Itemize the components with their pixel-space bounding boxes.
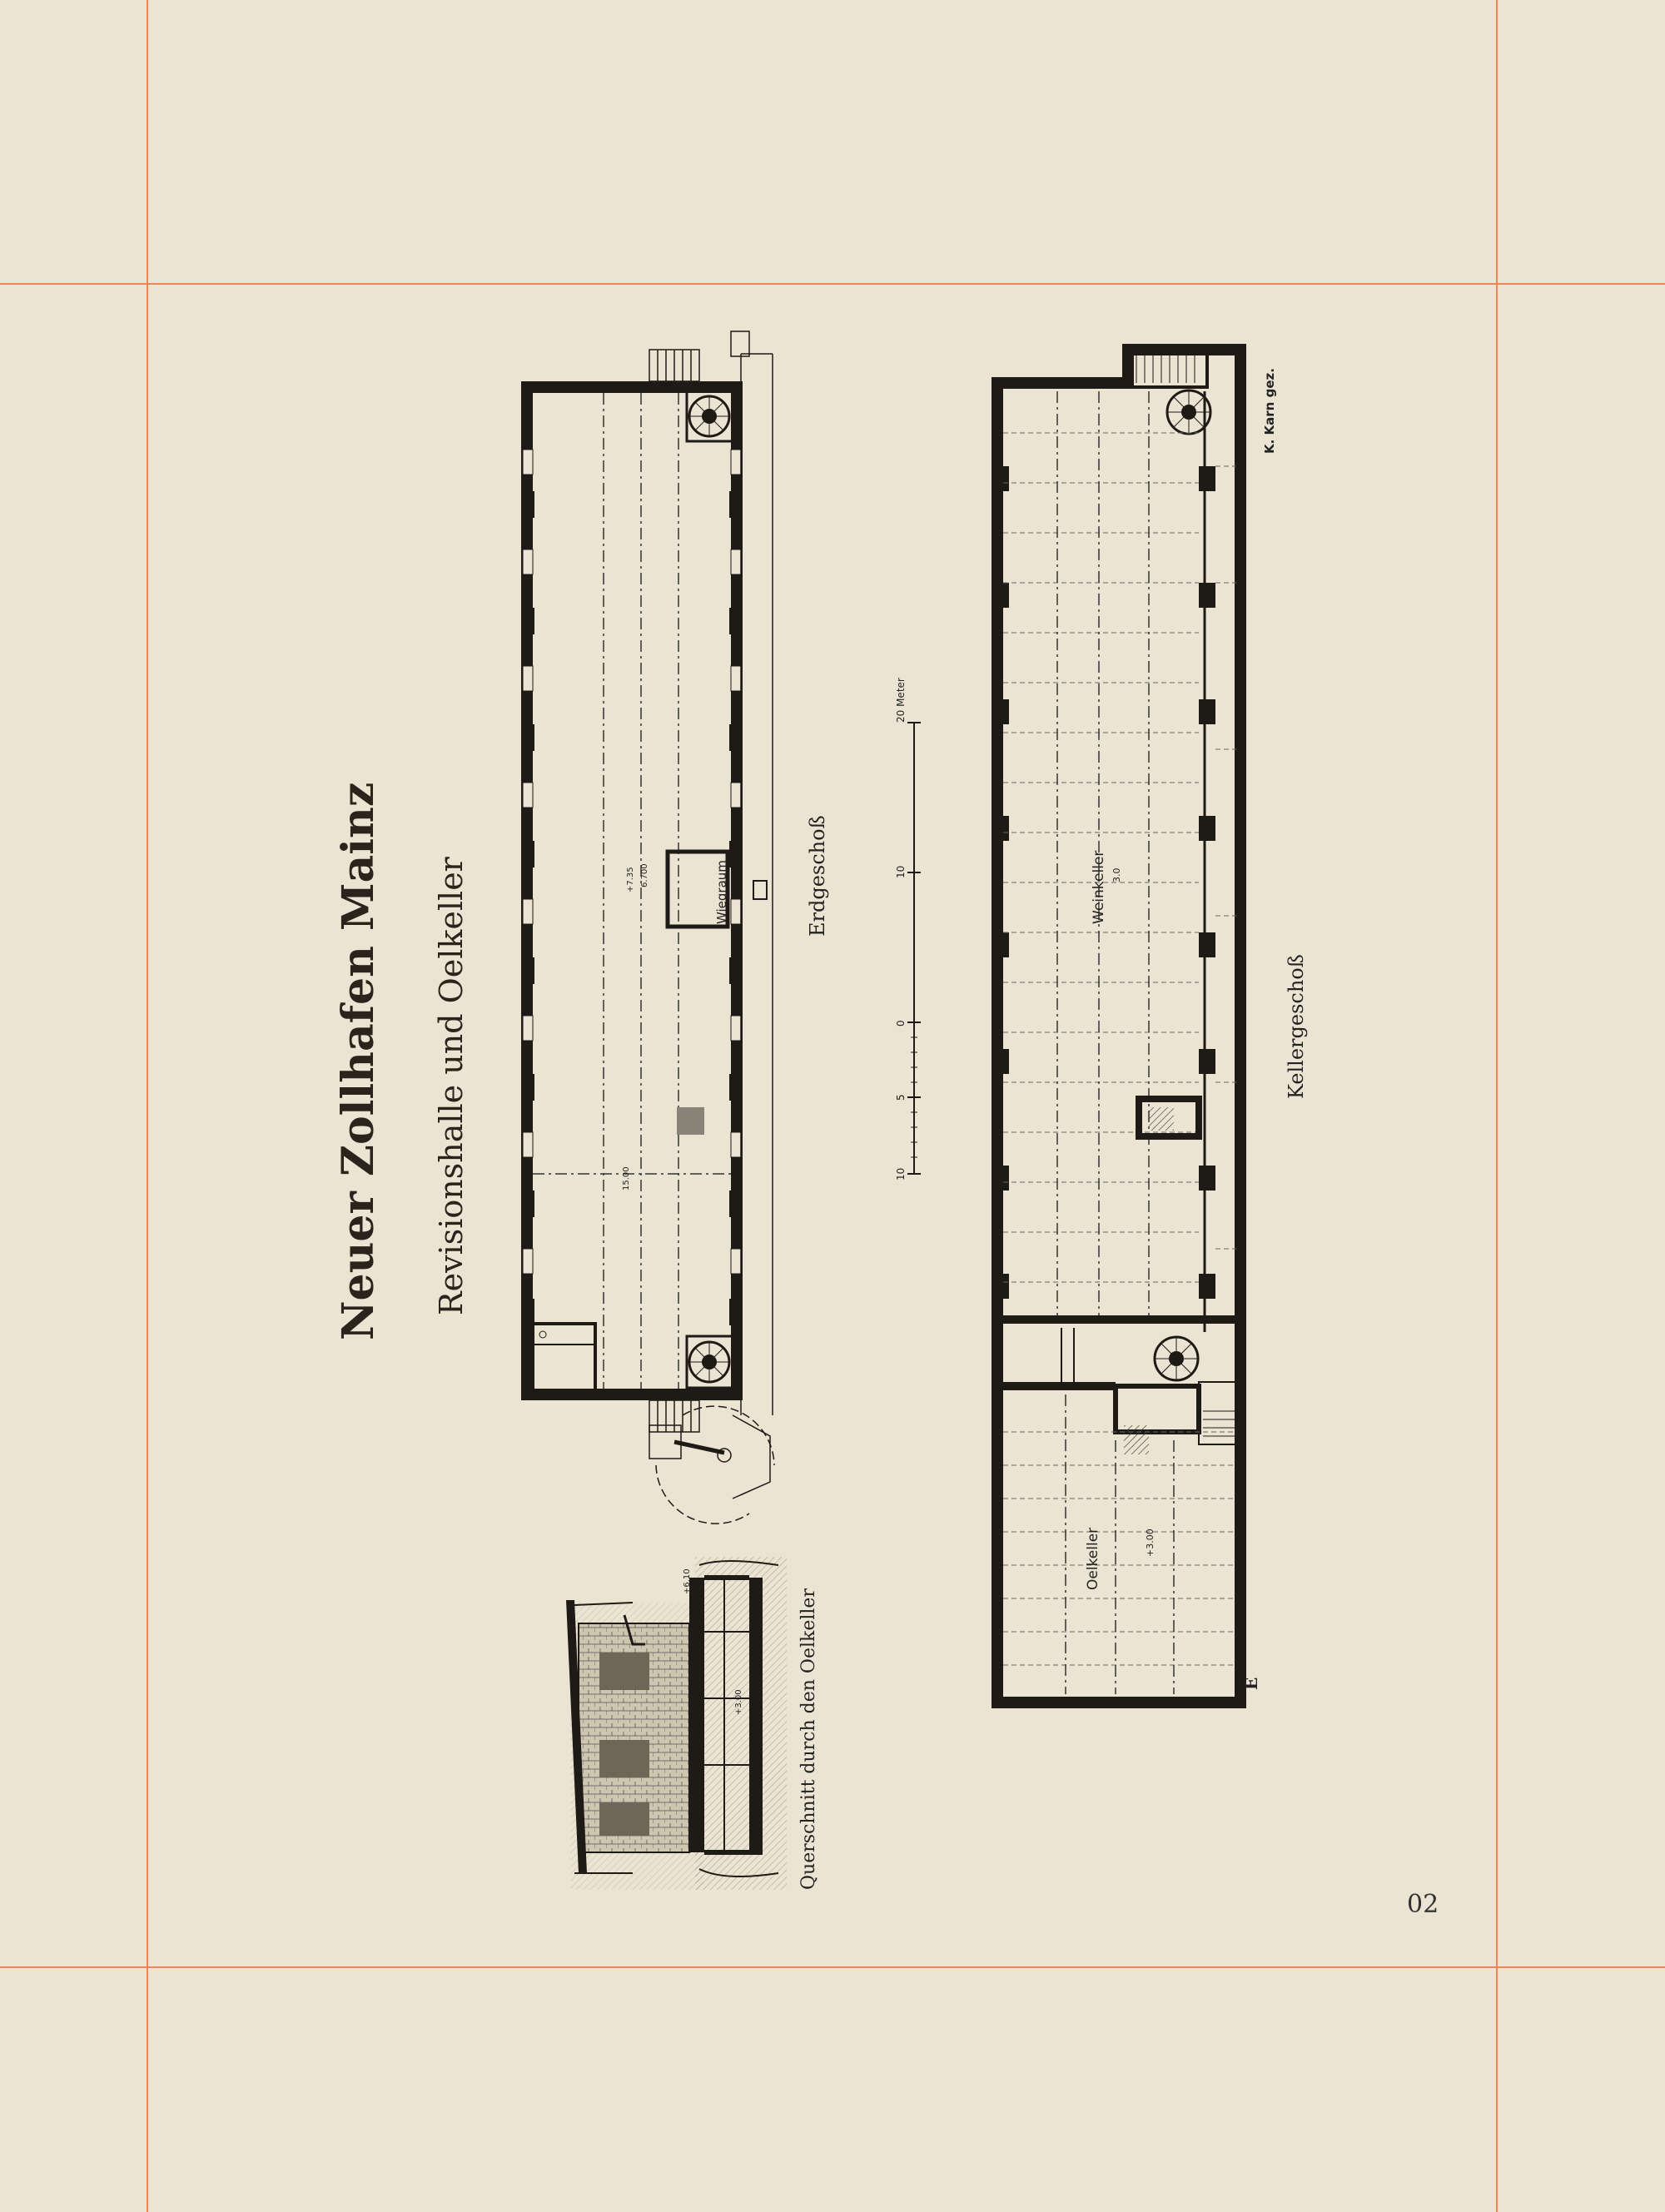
- caption-querschnitt: Querschnitt durch den Oelkeller: [798, 1588, 819, 1890]
- caption-kellergeschoss: Kellergeschoß: [1285, 954, 1308, 1099]
- label-weinkeller-level: 3.0: [1111, 868, 1122, 883]
- section-level-mid: +3.00: [734, 1689, 743, 1715]
- label-oelkeller-level: +3.00: [1145, 1529, 1156, 1557]
- basement-plan: [992, 344, 1246, 1708]
- guide-line-right: [1496, 0, 1498, 2212]
- guide-line-top: [0, 283, 1665, 285]
- scale-tick-label: 10: [895, 1168, 907, 1181]
- monogram-mark: E: [1241, 1678, 1261, 1690]
- page-number: 02: [1407, 1890, 1439, 1919]
- label-dim-c: 15.00: [622, 1166, 631, 1191]
- guide-line-left: [147, 0, 148, 2212]
- ground-floor-plan: Wiegraum +7.35 6.700 15.00: [521, 331, 775, 1524]
- guide-line-bottom: [0, 1966, 1665, 1968]
- label-dim-a: +7.35: [626, 867, 635, 892]
- scale-tick-label: 5: [895, 1094, 907, 1101]
- caption-erdgeschoss: Erdgeschoß: [806, 815, 829, 937]
- label-wiegraum: Wiegraum: [714, 860, 729, 924]
- scale-tick-label: 0: [895, 1020, 907, 1026]
- label-draftsman: K. Karn gez.: [1262, 368, 1277, 454]
- section-level-top: +6.10: [683, 1568, 692, 1594]
- scale-bar: [907, 722, 921, 1175]
- scale-unit-label: 20 Meter: [895, 678, 907, 723]
- scale-tick-label: 10: [895, 866, 907, 878]
- label-oelkeller: Oelkeller: [1085, 1528, 1101, 1590]
- label-dim-b: 6.700: [640, 863, 649, 887]
- cross-section-drawing: [566, 1557, 787, 1890]
- label-weinkeller: Weinkeller: [1091, 851, 1107, 924]
